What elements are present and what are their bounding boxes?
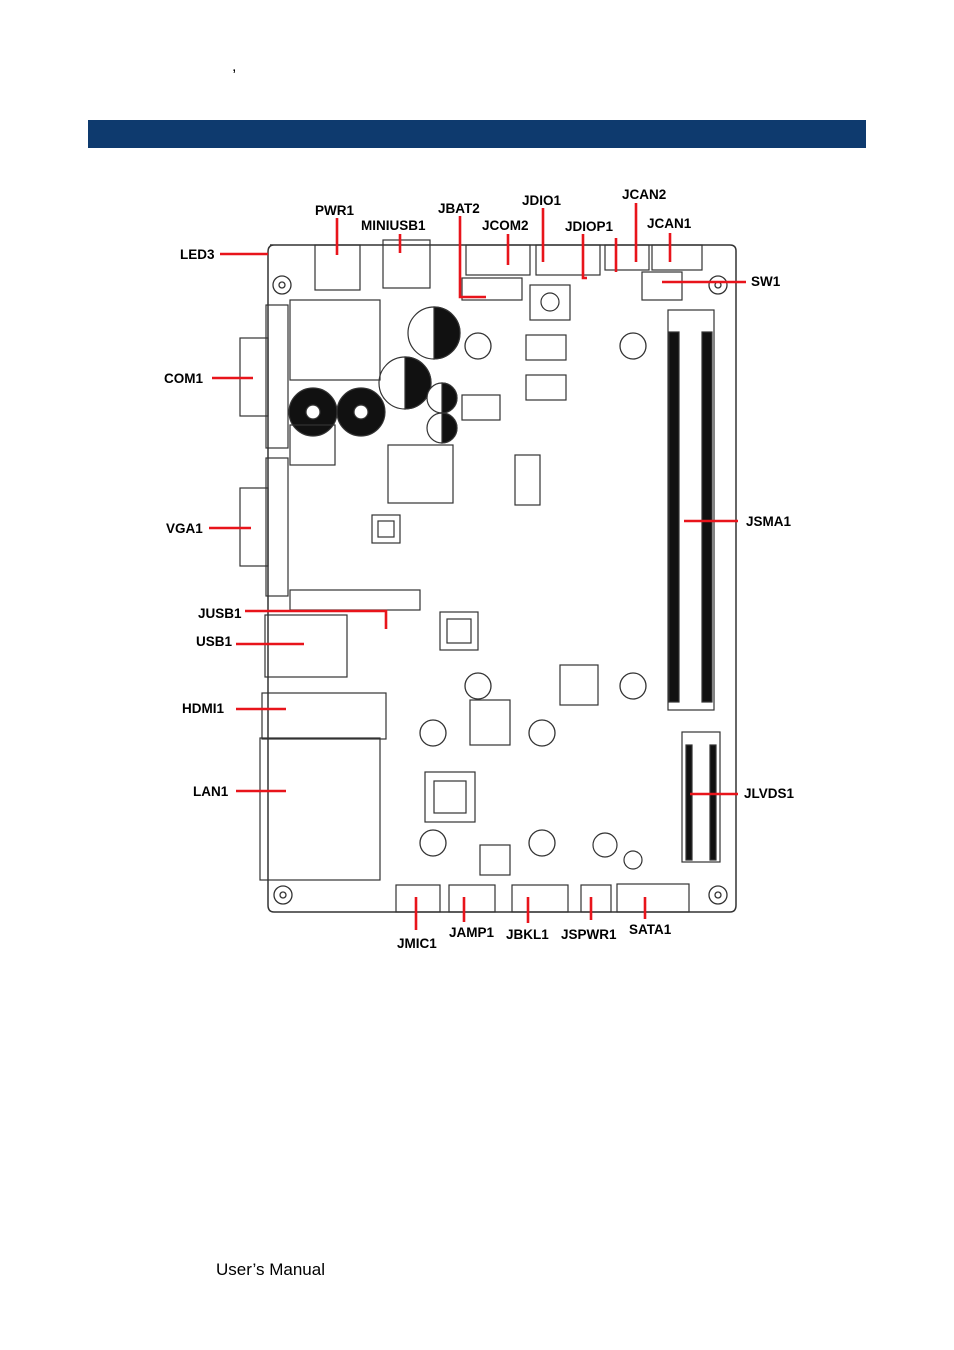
label-jmic1: JMIC1	[397, 936, 437, 951]
label-jlvds1: JLVDS1	[744, 786, 795, 801]
label-usb1: USB1	[196, 634, 233, 649]
label-jcan1: JCAN1	[647, 216, 692, 231]
label-jcom2: JCOM2	[482, 218, 529, 233]
label-jspwr1: JSPWR1	[561, 927, 617, 942]
label-jsma1: JSMA1	[746, 514, 792, 529]
board-outline	[267, 244, 737, 913]
capacitors	[288, 306, 461, 444]
label-jamp1: JAMP1	[449, 925, 495, 940]
label-jusb1: JUSB1	[198, 606, 242, 621]
top-connectors	[314, 239, 703, 301]
label-jdiop1: JDIOP1	[565, 219, 614, 234]
chips	[289, 284, 599, 876]
bottom-connectors	[395, 832, 690, 913]
label-led3: LED3	[180, 247, 215, 262]
label-lan1: LAN1	[193, 784, 229, 799]
label-jcan2: JCAN2	[622, 187, 666, 202]
label-com1: COM1	[164, 371, 203, 386]
callout-lines	[209, 203, 746, 930]
label-pwr1: PWR1	[315, 203, 354, 218]
label-sw1: SW1	[751, 274, 781, 289]
label-vga1: VGA1	[166, 521, 203, 536]
jsma1-slot	[667, 309, 715, 711]
section-header-bar	[88, 120, 866, 148]
label-hdmi1: HDMI1	[182, 701, 224, 716]
callout-labels: PWR1 MINIUSB1 JBAT2 JCOM2 JDIO1 JDIOP1 J…	[164, 187, 795, 951]
label-miniusb1: MINIUSB1	[361, 218, 426, 233]
jlvds1-connector	[681, 731, 721, 863]
apostrophe-mark: ,	[232, 58, 237, 75]
label-sata1: SATA1	[629, 922, 672, 937]
label-jbat2: JBAT2	[438, 201, 480, 216]
footer-text: User’s Manual	[216, 1260, 325, 1279]
mounting-holes	[272, 275, 728, 905]
label-jbkl1: JBKL1	[506, 927, 549, 942]
label-jdio1: JDIO1	[522, 193, 562, 208]
